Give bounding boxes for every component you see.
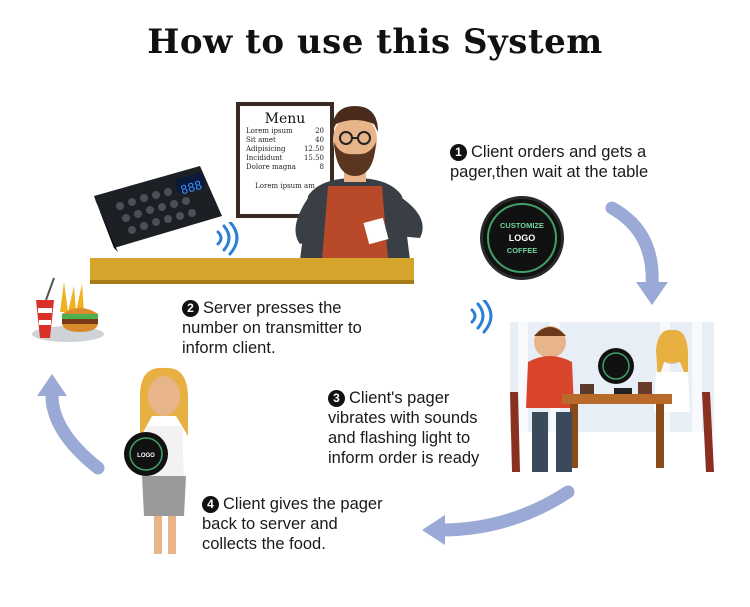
step-text: Client gives the pager back to server an…	[202, 495, 383, 553]
counter-top	[90, 258, 414, 284]
step-text: Server presses the number on transmitter…	[182, 299, 362, 357]
pager-logo: CUSTOMIZE LOGO COFFEE	[487, 203, 557, 273]
menu-title: Menu	[264, 111, 306, 127]
transmitter-display: 888	[179, 178, 204, 197]
menu-footer: Lorem ipsum am	[255, 182, 315, 190]
wifi-signal-icon	[470, 300, 493, 334]
wifi-signal-icon	[216, 222, 239, 256]
page-title: How to use this System	[147, 22, 603, 62]
food-icon	[32, 277, 104, 342]
small-pager-logo: LOGO	[137, 453, 155, 459]
arrow-step1-to-step3	[605, 201, 659, 292]
server-illustration	[295, 106, 423, 260]
client-woman-illustration: LOGO	[124, 367, 188, 554]
step-number: 3	[328, 390, 345, 407]
arrow-step4-to-food	[45, 385, 105, 475]
step-text: Client's pager vibrates with sounds and …	[328, 389, 480, 467]
step-number: 4	[202, 496, 219, 513]
arrow-step3-to-step4	[433, 485, 575, 537]
step-number: 2	[182, 300, 199, 317]
cafe-scene	[510, 322, 714, 472]
step-text: Client orders and gets a pager,then wait…	[450, 143, 649, 181]
pager-device: CUSTOMIZE LOGO COFFEE	[480, 196, 564, 280]
step-number: 1	[450, 144, 467, 161]
transmitter-keypad: 888	[94, 166, 222, 252]
